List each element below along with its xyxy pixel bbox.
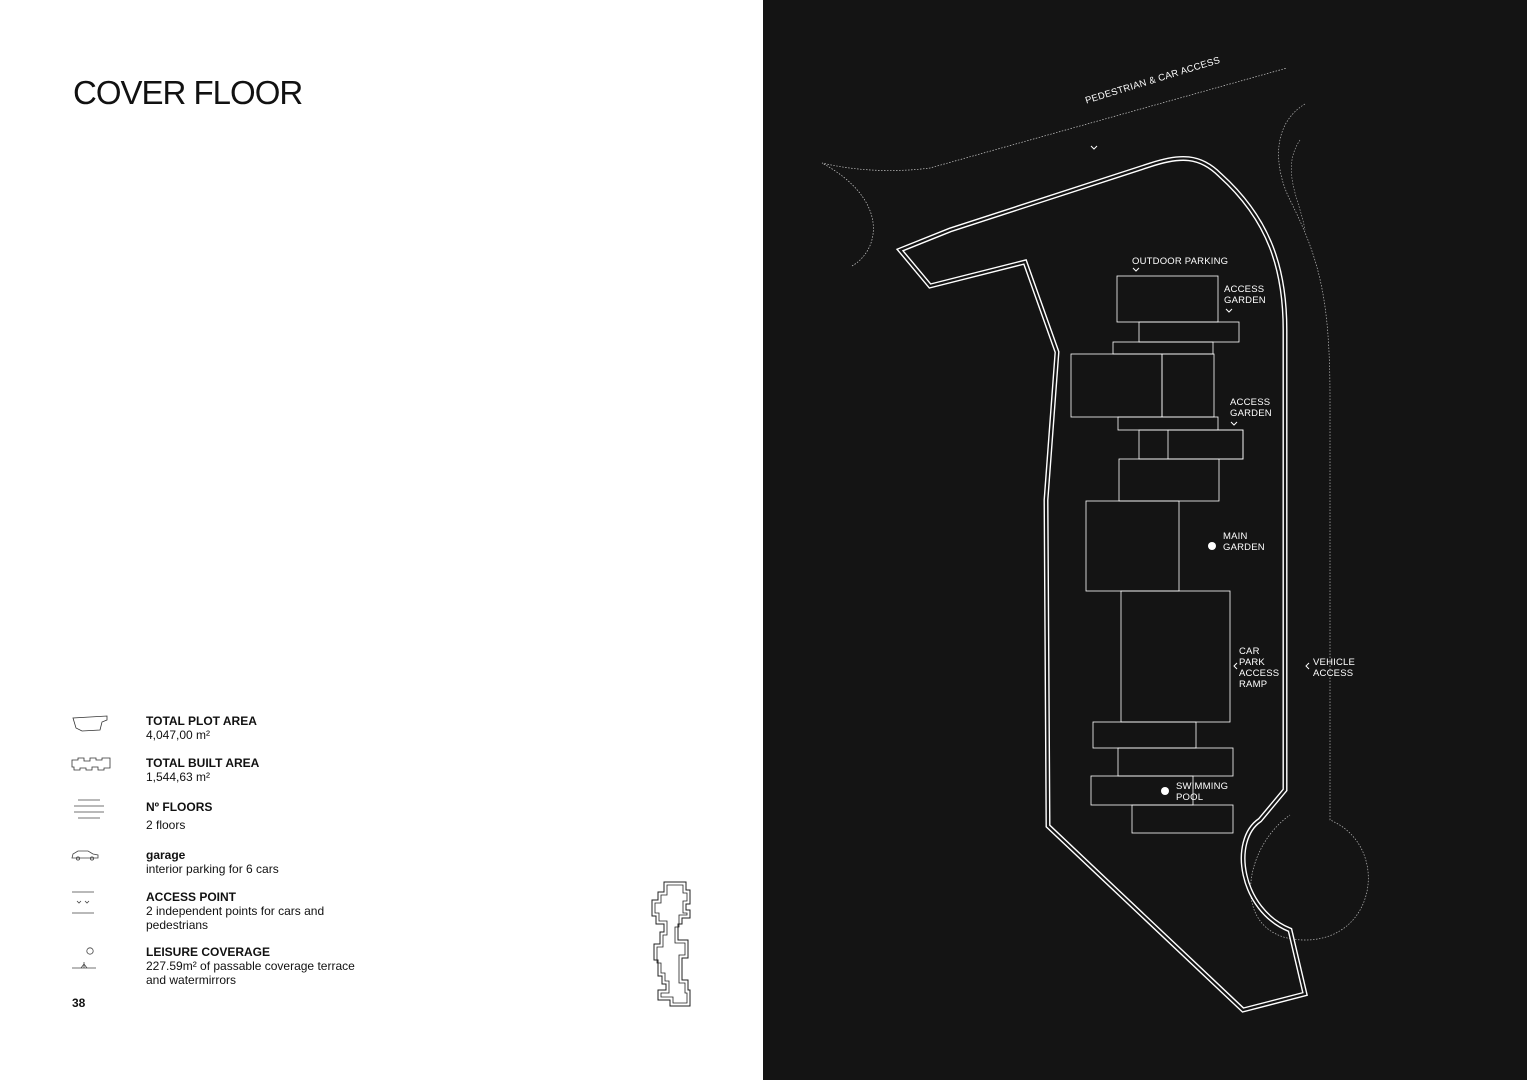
access-garden-label-1: ACCESS GARDEN	[1224, 284, 1266, 306]
stat-total-plot-area: TOTAL PLOT AREA 4,047,00 m²	[146, 714, 376, 742]
left-page: COVER FLOOR TOTAL PLOT AREA 4,047,00 m² …	[0, 0, 763, 1080]
stat-leisure-coverage: LEISURE COVERAGE 227.59m² of passable co…	[146, 945, 376, 987]
plot-boundary-inner	[898, 157, 1307, 1012]
stat-label: ACCESS POINT	[146, 890, 237, 904]
plot-outline-icon	[70, 714, 110, 734]
right-page	[763, 0, 1527, 1080]
outdoor-parking-label: OUTDOOR PARKING	[1132, 256, 1229, 267]
page-number: 38	[72, 996, 86, 1010]
car-icon	[70, 848, 100, 862]
access-point-icon	[70, 890, 98, 916]
street-edge-line	[821, 67, 1288, 267]
vehicle-road-outline-inner	[1291, 139, 1306, 231]
stat-value: 2 independent points for cars and pedest…	[146, 904, 325, 932]
main-garden-marker	[1208, 542, 1216, 550]
building-volumes	[1070, 275, 1244, 834]
page-title: COVER FLOOR	[73, 74, 303, 111]
vehicle-access-label: VEHICLE ACCESS	[1313, 657, 1356, 679]
stat-value: 4,047,00 m²	[146, 728, 211, 742]
main-garden-label: MAIN GARDEN	[1223, 531, 1265, 553]
label-chevrons	[1090, 145, 1310, 670]
stat-label: TOTAL PLOT AREA	[146, 714, 257, 728]
access-garden-label-2: ACCESS GARDEN	[1230, 397, 1272, 419]
stat-access-point: ACCESS POINT 2 independent points for ca…	[146, 890, 376, 932]
mini-building-outline-icon	[648, 880, 694, 1015]
floors-lines-icon	[70, 798, 110, 820]
stat-garage: garage interior parking for 6 cars	[146, 848, 376, 876]
stat-value: interior parking for 6 cars	[146, 862, 279, 876]
stat-total-built-area: TOTAL BUILT AREA 1,544,63 m²	[146, 756, 376, 784]
stat-label: garage	[146, 848, 186, 862]
stat-value: 227.59m² of passable coverage terrace an…	[146, 959, 355, 987]
swimming-pool-marker	[1161, 787, 1169, 795]
stat-floors: Nº FLOORS 2 floors	[146, 800, 376, 832]
stat-label: Nº FLOORS	[146, 800, 213, 814]
stat-value: 2 floors	[146, 818, 186, 832]
car-park-access-ramp-label: CAR PARK ACCESS RAMP	[1239, 646, 1280, 690]
stat-label: LEISURE COVERAGE	[146, 945, 271, 959]
vehicle-road-outline	[1250, 103, 1369, 941]
stat-value: 1,544,63 m²	[146, 770, 211, 784]
leisure-icon	[70, 944, 98, 972]
built-outline-icon	[70, 756, 112, 772]
stat-label: TOTAL BUILT AREA	[146, 756, 260, 770]
swimming-pool-label: SWIMMING POOL	[1176, 781, 1229, 803]
